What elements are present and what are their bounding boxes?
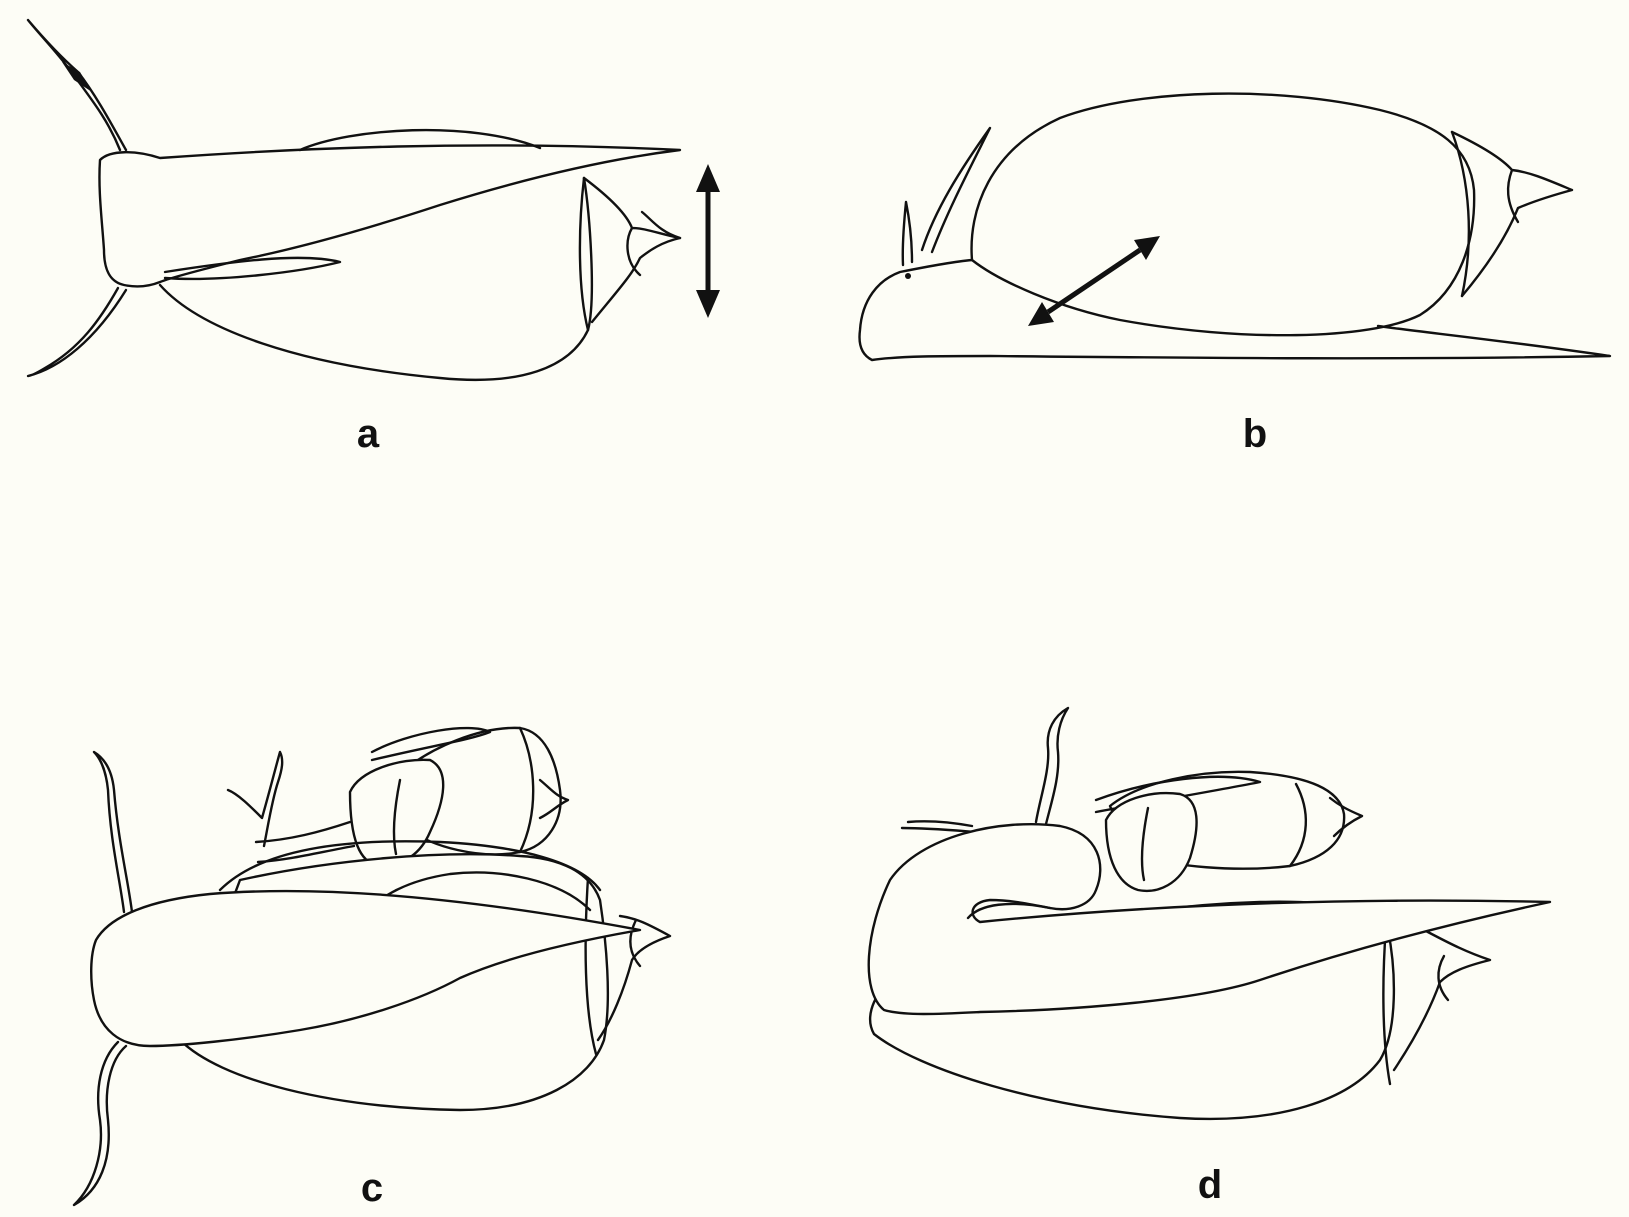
- panel-c-second-tentacle: [228, 752, 282, 846]
- panel-d-upper-tentacle: [1036, 708, 1068, 824]
- panel-label-a: a: [357, 414, 379, 454]
- panel-d-main-spire: [1394, 928, 1490, 1070]
- panel-c-lower-tentacle: [74, 1042, 126, 1205]
- panel-label-d: d: [1198, 1165, 1222, 1205]
- panel-label-b: b: [1243, 414, 1267, 454]
- panel-b-spire: [1452, 132, 1572, 296]
- panel-b-shell: [972, 94, 1475, 336]
- panel-a-arrow-head-down: [696, 290, 720, 318]
- panel-b-eye: [905, 273, 911, 279]
- panel-b-short-tentacle: [903, 202, 912, 265]
- panel-c-upper-tentacle: [94, 752, 132, 912]
- panel-d-drawing: [869, 708, 1550, 1119]
- panel-b-arrow-head-lower: [1028, 302, 1054, 326]
- panel-b-whorl-line: [1452, 132, 1469, 296]
- panel-b-long-tentacle: [922, 128, 990, 252]
- panel-b-drawing: [860, 94, 1611, 360]
- panel-label-c: c: [361, 1168, 383, 1208]
- panel-a-tentacle-tip: [62, 62, 92, 92]
- panel-a-head: [99, 145, 680, 286]
- panel-a-upper-tentacle: [28, 20, 126, 150]
- panel-a-spire: [584, 178, 680, 322]
- panel-b-foot: [860, 260, 1611, 360]
- panel-d-lobe: [1106, 793, 1197, 891]
- panel-c-drawing: [74, 728, 670, 1205]
- panel-c-second-neck: [256, 822, 350, 842]
- panel-a-spire-ring: [627, 228, 640, 275]
- panel-a-arrow-head-up: [696, 164, 720, 192]
- panel-b-arrow-head-upper: [1134, 236, 1160, 260]
- panel-c-lobe: [350, 760, 443, 866]
- panel-b-arrow-shaft: [1048, 250, 1140, 312]
- panel-a-foot-line: [165, 258, 340, 279]
- panel-a-lower-tentacle: [28, 288, 126, 376]
- panel-a-drawing: [28, 20, 720, 380]
- panel-d-left-tentacle: [902, 821, 976, 832]
